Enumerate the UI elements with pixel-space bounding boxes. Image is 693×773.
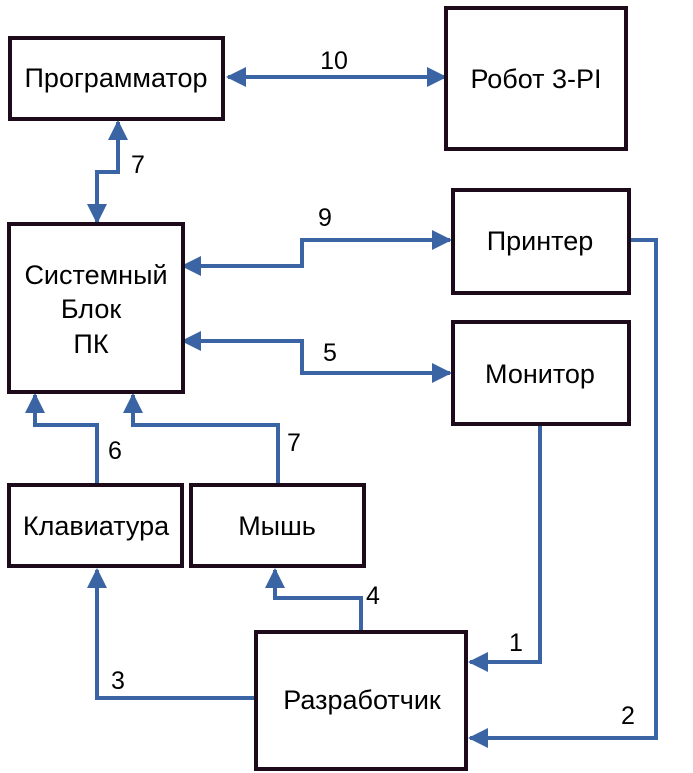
- edge-labels: 10 7 9 5 6 7 4 3 1 2: [108, 47, 635, 730]
- node-developer: Разработчик: [254, 630, 468, 771]
- node-monitor-label: Монитор: [485, 359, 595, 389]
- connector-5: [181, 331, 452, 383]
- connector-9: [181, 230, 452, 276]
- node-developer-label: Разработчик: [283, 685, 441, 715]
- edge-label-1: 1: [509, 629, 523, 657]
- edge-label-3: 3: [111, 667, 125, 695]
- connector-6: [25, 393, 99, 484]
- connector-8: [87, 120, 128, 224]
- node-system-unit-label-line1: Системный: [24, 260, 167, 290]
- connector-2: [468, 238, 658, 748]
- edge-label-2: 2: [621, 702, 635, 730]
- edge-label-4: 4: [366, 582, 380, 610]
- connector-1: [468, 425, 542, 672]
- edge-label-9: 9: [318, 204, 332, 232]
- edge-label-5: 5: [323, 339, 337, 367]
- node-mouse-label: Мышь: [238, 511, 316, 541]
- connector-4: [265, 568, 363, 631]
- node-system-unit-label-line3: ПК: [73, 329, 108, 359]
- node-system-unit: Системный Блок ПК: [7, 222, 185, 394]
- edge-label-10: 10: [320, 47, 348, 75]
- node-monitor: Монитор: [451, 320, 631, 426]
- edge-label-7: 7: [287, 429, 301, 457]
- node-mouse: Мышь: [189, 483, 366, 568]
- connectors: [25, 67, 658, 748]
- edge-label-6: 6: [108, 437, 122, 465]
- edge-label-8: 7: [131, 151, 145, 179]
- node-system-unit-label-line2: Блок: [61, 294, 121, 324]
- node-keyboard-label: Клавиатура: [23, 511, 170, 541]
- node-robot: Робот 3-PI: [444, 6, 628, 151]
- node-programmer-label: Программатор: [25, 63, 208, 93]
- node-robot-label: Робот 3-PI: [470, 64, 601, 94]
- node-programmer: Программатор: [8, 36, 225, 121]
- node-printer-label: Принтер: [487, 226, 594, 256]
- node-keyboard: Клавиатура: [7, 483, 184, 568]
- connector-3: [87, 568, 256, 700]
- connector-7: [123, 393, 280, 484]
- node-printer: Принтер: [451, 188, 631, 295]
